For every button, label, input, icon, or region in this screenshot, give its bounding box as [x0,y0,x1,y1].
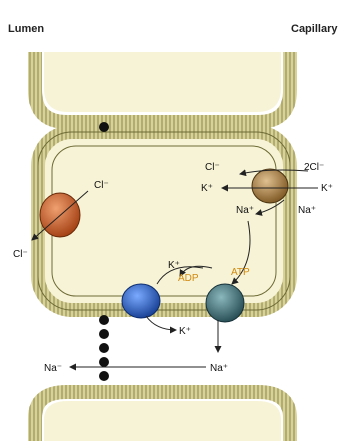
upper-cell [35,52,290,122]
atp-label: ATP [231,267,250,278]
lower-cell [35,392,290,441]
k-right-label: K⁺ [321,183,333,194]
k-channel-arrow [146,316,176,330]
two-cl-label: 2Cl⁻ [304,162,324,173]
na-k-2cl-cotransporter-icon [252,169,288,203]
k-pump-label: K⁺ [168,260,180,271]
cl-apical-out-label: Cl⁻ [13,249,28,260]
na-lumen-label: Na⁻ [44,363,62,374]
na-cotrans-out-label: Na⁺ [298,205,316,216]
potassium-channel-icon [122,284,160,318]
na-para-label: Na⁺ [210,363,228,374]
na-k-atpase-icon [206,284,244,322]
k-channel-label: K⁺ [179,326,191,337]
k-left-label: K⁺ [201,183,213,194]
cl-top-label: Cl⁻ [205,162,220,173]
cl-apical-in-label: Cl⁻ [94,180,109,191]
na-cotrans-in-label: Na⁺ [236,205,254,216]
adp-label: ADP [178,273,199,284]
